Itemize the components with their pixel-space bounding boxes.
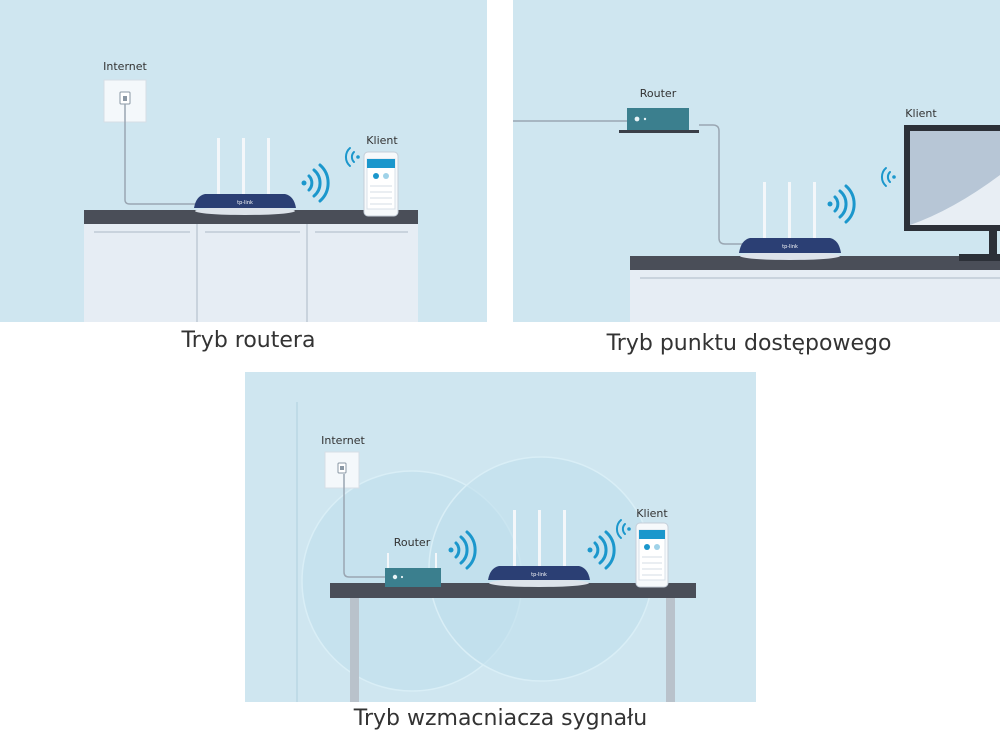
client-label: Klient	[636, 507, 668, 520]
client-label: Klient	[905, 107, 937, 120]
wifi-signal-icon	[615, 519, 631, 539]
router-icon: tp-link	[739, 182, 841, 260]
monitor-icon	[904, 125, 1000, 261]
wifi-signal-icon	[301, 163, 330, 203]
ethernet-cable	[699, 124, 743, 245]
access-point-mode-illustration: Router tp-link	[513, 0, 1000, 322]
router-logo: tp-link	[782, 244, 798, 250]
access-point-mode-caption: Tryb punktu dostępowego	[606, 331, 892, 356]
router-icon: tp-link	[194, 138, 296, 215]
router-icon: tp-link	[488, 510, 590, 587]
smartphone-icon	[635, 522, 669, 588]
wall-socket-icon	[324, 451, 360, 489]
range-extender-mode-panel: Internet Router	[245, 372, 756, 702]
internet-label: Internet	[103, 60, 147, 73]
access-point-icon	[619, 108, 699, 133]
internet-label: Internet	[321, 434, 365, 447]
wifi-signal-icon	[587, 530, 616, 570]
wifi-signal-icon	[880, 167, 896, 187]
router-mode-caption: Tryb routera	[181, 328, 316, 353]
range-extender-mode-illustration: Internet Router	[245, 372, 756, 702]
access-point-mode-panel: Router tp-link	[513, 0, 1000, 322]
client-label: Klient	[366, 134, 398, 147]
wifi-signal-icon	[448, 530, 477, 570]
ethernet-cable	[124, 104, 200, 205]
router-logo: tp-link	[531, 572, 547, 578]
smartphone-icon	[363, 151, 399, 217]
router-logo: tp-link	[237, 200, 253, 206]
router-mode-illustration: Internet tp-link	[0, 0, 487, 322]
ethernet-cable	[343, 474, 385, 578]
router-label: Router	[394, 536, 431, 549]
range-extender-mode-caption: Tryb wzmacniacza sygnału	[353, 706, 648, 731]
router-label: Router	[640, 87, 677, 100]
wifi-signal-icon	[827, 184, 856, 224]
access-point-icon	[385, 553, 441, 587]
desk	[630, 256, 1000, 322]
cabinet	[84, 210, 418, 322]
wifi-signal-icon	[344, 147, 360, 167]
router-mode-panel: Internet tp-link	[0, 0, 487, 322]
